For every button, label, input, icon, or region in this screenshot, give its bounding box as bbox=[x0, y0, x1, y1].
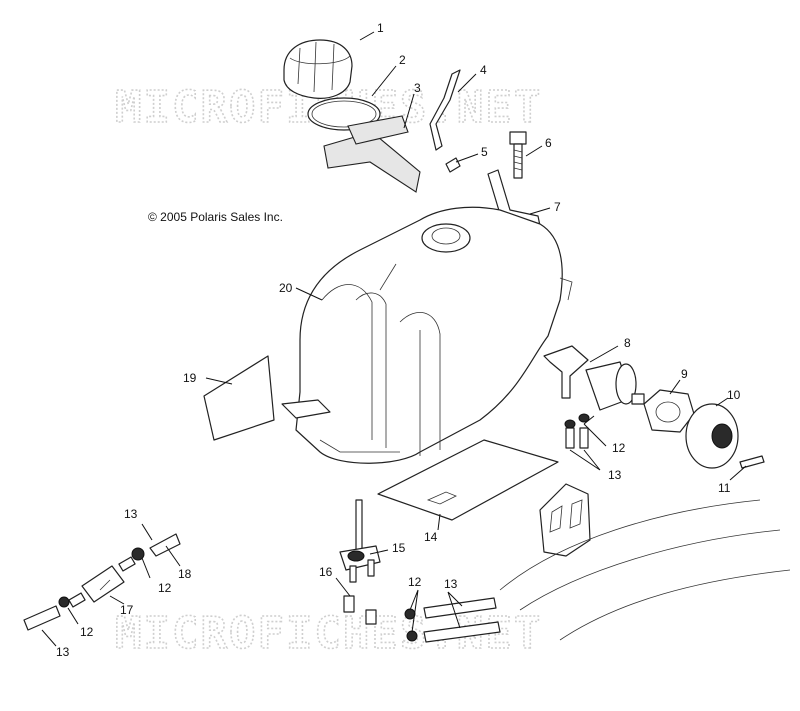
callout-13-pump: 13 bbox=[608, 468, 622, 482]
callout-5: 5 bbox=[481, 145, 488, 159]
fuel-cap bbox=[283, 39, 353, 99]
callout-10: 10 bbox=[727, 388, 741, 402]
fuel-line-d bbox=[423, 621, 501, 643]
callout-13-petcock: 13 bbox=[444, 577, 458, 591]
fuel-tank bbox=[281, 206, 573, 464]
callout-17: 17 bbox=[120, 603, 134, 617]
callout-12-pump: 12 bbox=[612, 441, 626, 455]
frame-section bbox=[499, 483, 791, 641]
callout-16: 16 bbox=[319, 565, 333, 579]
fuel-line-c bbox=[423, 597, 497, 619]
callout-20: 20 bbox=[279, 281, 293, 295]
hose-clamp-c bbox=[404, 608, 416, 620]
callout-11: 11 bbox=[718, 481, 731, 495]
hose-clamp-e bbox=[131, 547, 145, 561]
callout-12-left: 12 bbox=[158, 581, 172, 595]
hose-fitting bbox=[445, 157, 461, 173]
callout-14: 14 bbox=[424, 530, 438, 544]
fuel-pump bbox=[543, 345, 645, 411]
pump-cover bbox=[685, 403, 739, 469]
tank-pad bbox=[203, 355, 275, 441]
callout-18: 18 bbox=[178, 567, 192, 581]
callout-6: 6 bbox=[545, 136, 552, 150]
hose-clamp-f bbox=[58, 596, 70, 608]
hose-clamp-b bbox=[578, 413, 590, 423]
callout-13-left-bottom: 13 bbox=[56, 645, 70, 659]
callout-7: 7 bbox=[554, 200, 561, 214]
leader-lines bbox=[41, 31, 747, 647]
callout-9: 9 bbox=[681, 367, 688, 381]
heat-shield bbox=[377, 439, 559, 521]
callout-12-petcock: 12 bbox=[408, 575, 422, 589]
vent-hose bbox=[429, 69, 461, 151]
callout-12-left-bottom: 12 bbox=[80, 625, 94, 639]
pump-gasket bbox=[643, 389, 695, 433]
callout-1: 1 bbox=[377, 21, 384, 35]
fuel-line-f bbox=[23, 605, 61, 631]
callout-2: 2 bbox=[399, 53, 406, 67]
mounting-bolt bbox=[509, 131, 527, 179]
inline-fuel-filter bbox=[68, 556, 136, 608]
cover-screw bbox=[739, 455, 765, 469]
callout-3: 3 bbox=[414, 81, 421, 95]
copyright-notice: © 2005 Polaris Sales Inc. bbox=[148, 210, 283, 224]
callout-13-left-top: 13 bbox=[124, 507, 138, 521]
petcock-fitting bbox=[343, 595, 355, 613]
fuel-petcock bbox=[339, 499, 381, 583]
callout-4: 4 bbox=[480, 63, 487, 77]
hose-clamp-d bbox=[406, 630, 418, 642]
callout-8: 8 bbox=[624, 336, 631, 350]
hose-clamp-a bbox=[564, 419, 576, 429]
callout-15: 15 bbox=[392, 541, 406, 555]
fuel-line-a bbox=[565, 427, 575, 449]
fuel-line-e bbox=[149, 533, 181, 557]
petcock-fitting-b bbox=[365, 609, 377, 625]
fuel-filter-screen bbox=[323, 115, 421, 193]
fuel-line-b bbox=[579, 427, 589, 449]
o-ring bbox=[307, 97, 381, 131]
callout-19: 19 bbox=[183, 371, 197, 385]
